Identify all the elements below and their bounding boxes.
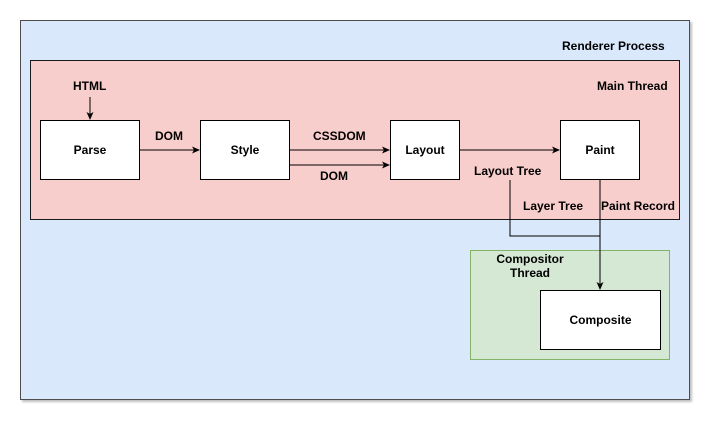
style-node: Style [200,120,290,180]
style-node-label: Style [230,143,260,157]
composite-node-label: Composite [569,313,632,327]
layout-tree-label: Layout Tree [474,164,542,178]
paint-record-label: Paint Record [601,199,676,213]
layout-node: Layout [390,120,460,180]
cssdom-label: CSSDOM [313,129,366,143]
main-thread-label: Main Thread [597,79,668,93]
layer-tree-label: Layer Tree [523,199,584,213]
renderer-process-label: Renderer Process [562,39,665,53]
paint-node-label: Paint [585,143,615,157]
dom-label-parse-style: DOM [155,129,183,143]
parse-node-label: Parse [73,143,107,157]
html-input-label: HTML [73,79,107,93]
paint-node: Paint [560,120,640,180]
compositor-thread-label: Compositor Thread [496,252,564,280]
composite-node: Composite [540,290,661,350]
dom-label-style-layout: DOM [320,169,348,183]
layout-node-label: Layout [405,143,445,157]
parse-node: Parse [40,120,140,180]
